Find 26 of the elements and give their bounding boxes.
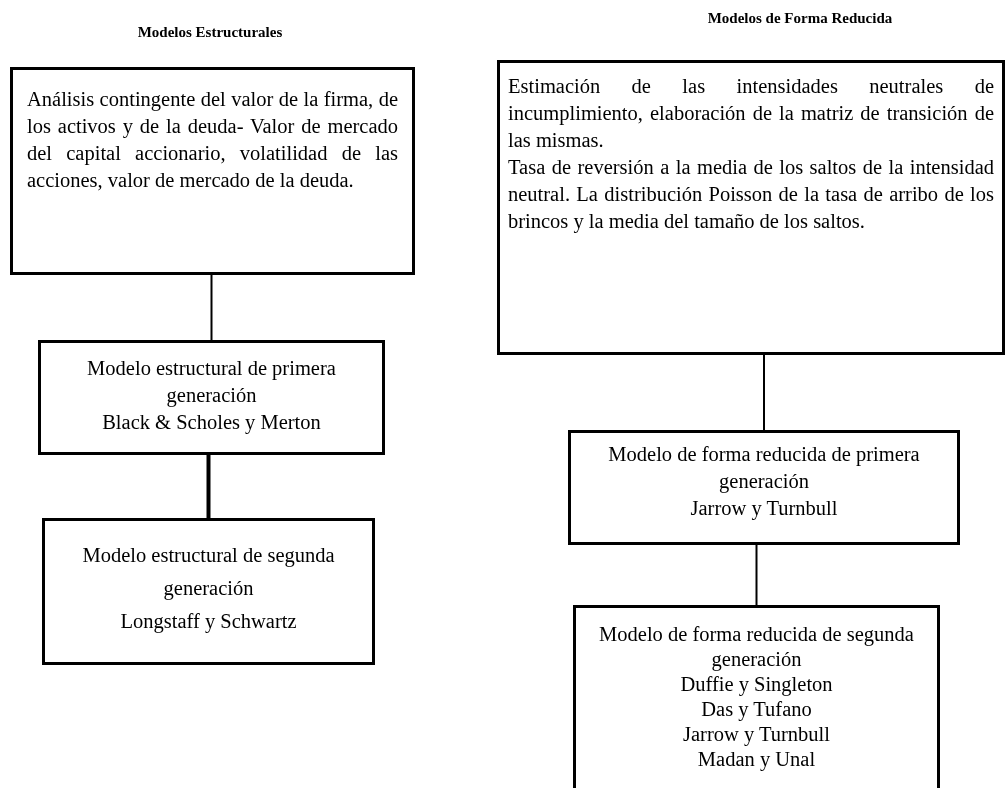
box-text: Modelo estructural de primera generación bbox=[86, 356, 337, 409]
box-text: Madan y Unal bbox=[697, 747, 816, 772]
text-box bbox=[568, 430, 960, 545]
box-text: Estimación de las intensidades neutrales de incumplimiento, elaboración de la matriz de transición de las mismas. bbox=[508, 74, 994, 153]
connector-line bbox=[755, 544, 758, 606]
text-box bbox=[497, 60, 1005, 355]
box-text: Black & Scholes y Merton bbox=[102, 410, 321, 436]
text-box bbox=[10, 67, 415, 275]
box-text: Das y Tufano bbox=[701, 697, 812, 722]
text-box bbox=[42, 518, 375, 665]
box-text: Longstaff y Schwartz bbox=[120, 609, 297, 635]
box-text: Jarrow y Turnbull bbox=[690, 496, 838, 522]
connector-line bbox=[763, 354, 765, 431]
column-heading: Modelos de Forma Reducida bbox=[706, 10, 894, 27]
box-text: Modelo de forma reducida de primera generación bbox=[607, 442, 921, 495]
box-text: Análisis contingente del valor de la firma, de los activos y de la deuda- Valor de mercado del capital accionario, volatilidad de las acciones, valor de mercado de la deuda. bbox=[27, 87, 398, 193]
connector-line bbox=[210, 274, 213, 341]
box-text: Tasa de reversión a la media de los saltos de la intensidad neutral. La distribución Poisson de la tasa de arribo de los brincos y la media del tamaño de los saltos. bbox=[508, 155, 994, 235]
text-box bbox=[38, 340, 385, 455]
text-box bbox=[573, 605, 940, 788]
column-heading: Modelos Estructurales bbox=[136, 24, 284, 41]
connector-line bbox=[206, 455, 211, 518]
box-text: Modelo estructural de segunda generación bbox=[81, 543, 336, 602]
box-text: Duffie y Singleton bbox=[680, 672, 833, 697]
box-text: Modelo de forma reducida de segunda generación bbox=[598, 622, 915, 672]
box-text: Jarrow y Turnbull bbox=[683, 722, 830, 747]
